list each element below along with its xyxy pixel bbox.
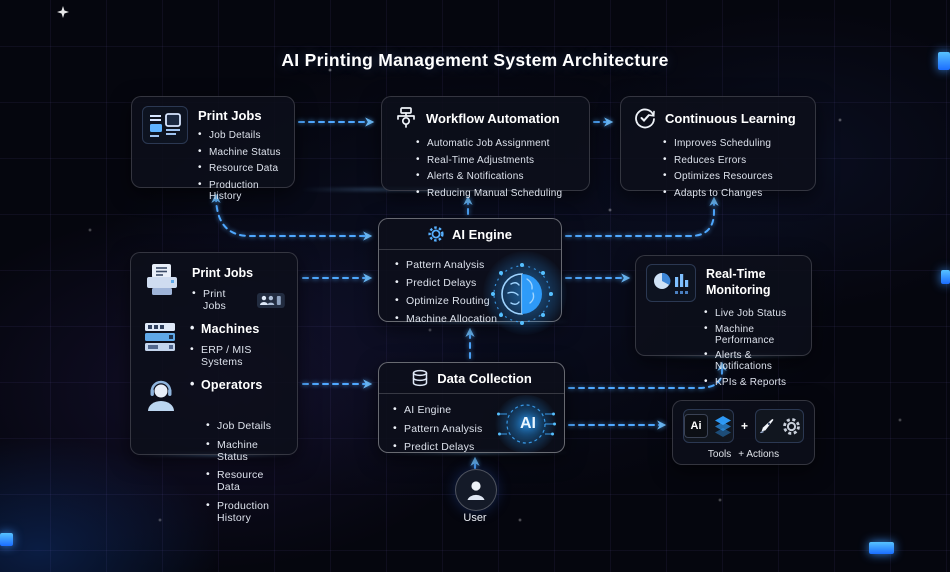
- list-item: Machine Status: [198, 146, 284, 158]
- ai-brain-icon: [491, 263, 553, 325]
- list-item: Improves Scheduling: [663, 137, 803, 149]
- ai-badge: Ai: [684, 414, 708, 438]
- tools-group: Ai: [683, 409, 734, 443]
- operator-headset-icon: [148, 380, 174, 411]
- section-title: Machines: [190, 321, 285, 336]
- node-title: Workflow Automation: [426, 110, 560, 126]
- list-item: Production History: [206, 499, 285, 524]
- list-item: Predict Delays: [393, 440, 564, 453]
- list-item: Optimize Routing: [395, 294, 561, 307]
- printer-icon: [147, 264, 177, 295]
- connector-collection-to-monitoring: [568, 361, 727, 389]
- node-title: Continuous Learning: [665, 110, 796, 126]
- connector-engine-to-learning: [565, 196, 719, 237]
- list-item: Resource Data: [198, 162, 284, 174]
- list-item: Pattern Analysis: [393, 422, 564, 435]
- node-user: [455, 469, 497, 511]
- dashboard-icon: [646, 264, 696, 302]
- edge-accent-right-mid: [941, 270, 950, 284]
- sparkle-logo-icon: [57, 6, 69, 18]
- node-print-jobs-top: Print Jobs Job Details Machine Status Re…: [131, 96, 295, 202]
- list-item: Optimizes Resources: [663, 170, 803, 182]
- node-ai-engine: AI Engine Pattern Analysis Predict Delay…: [378, 218, 567, 335]
- workflow-icon: [397, 107, 415, 128]
- refresh-check-icon: [635, 108, 655, 129]
- list-item: Reducing Manual Scheduling: [416, 187, 577, 199]
- node-title: Real-Time Monitoring: [706, 267, 771, 298]
- section-title: Print Jobs: [192, 266, 254, 280]
- list-item: Predict Delays: [395, 276, 561, 289]
- list-item: Production History: [198, 179, 284, 202]
- list-item: Automatic Job Assignment: [416, 137, 577, 149]
- gear-icon: [428, 226, 444, 242]
- connector-engine-printjobs-link: [211, 193, 373, 241]
- list-item: Job Details: [198, 129, 284, 141]
- node-tools-actions: Ai + T: [672, 400, 815, 465]
- ai-badge-label: Ai: [690, 420, 702, 432]
- edge-accent-top-right: [938, 52, 950, 70]
- print-jobs-documents-icon: [142, 106, 188, 144]
- list-item: Pattern Analysis: [395, 258, 561, 271]
- node-title: Data Collection: [437, 370, 532, 386]
- actions-group: [755, 409, 804, 443]
- node-title: AI Engine: [452, 226, 512, 242]
- list-item: Machine Allocation: [395, 312, 561, 325]
- list-item: Machine Performance: [704, 323, 801, 346]
- tools-caption: Tools: [707, 449, 732, 460]
- plus-sign: +: [741, 419, 749, 433]
- edge-accent-bottom-left: [0, 533, 13, 546]
- servers-icon: [145, 323, 175, 351]
- layers-shield-icon: [715, 416, 731, 437]
- node-real-time-monitoring: Real-Time Monitoring Live Job Status Mac…: [635, 255, 812, 388]
- list-item: Alerts & Notifications: [704, 349, 801, 372]
- rocket-icon: [760, 419, 774, 434]
- gear-icon: [783, 417, 800, 435]
- ai-chip-label: AI: [520, 415, 536, 432]
- list-item: Machine Status: [206, 438, 285, 463]
- node-data-sources: Print Jobs Print Jobs: [130, 252, 298, 524]
- list-item: Job Details: [206, 419, 285, 432]
- actions-caption: + Actions: [738, 449, 780, 460]
- user-label: User: [463, 512, 487, 524]
- list-item: Reduces Errors: [663, 154, 803, 166]
- list-item: Real-Time Adjustments: [416, 154, 577, 166]
- database-icon: [412, 369, 428, 387]
- page-title: AI Printing Management System Architectu…: [281, 50, 669, 70]
- ai-circuit-icon: [497, 404, 556, 444]
- users-badge-icon: [257, 292, 285, 308]
- node-continuous-learning: Continuous Learning Improves Scheduling …: [620, 96, 816, 199]
- edge-accent-bottom-right: [869, 542, 894, 554]
- list-item: Resource Data: [206, 468, 285, 493]
- list-item: KPIs & Reports: [704, 376, 801, 388]
- list-item: ERP / MIS Systems: [190, 343, 285, 368]
- list-item: Adapts to Changes: [663, 187, 803, 199]
- list-item: Live Job Status: [704, 307, 801, 319]
- list-item: Print Jobs: [192, 287, 251, 312]
- section-title: Operators: [190, 377, 285, 392]
- node-data-collection: Data Collection AI Engine Pattern Analys…: [378, 362, 565, 453]
- node-workflow-automation: Workflow Automation Automatic Job Assign…: [381, 96, 590, 199]
- user-icon: [467, 481, 485, 500]
- list-item: AI Engine: [393, 403, 564, 416]
- node-title: Print Jobs: [198, 108, 262, 123]
- list-item: Alerts & Notifications: [416, 170, 577, 182]
